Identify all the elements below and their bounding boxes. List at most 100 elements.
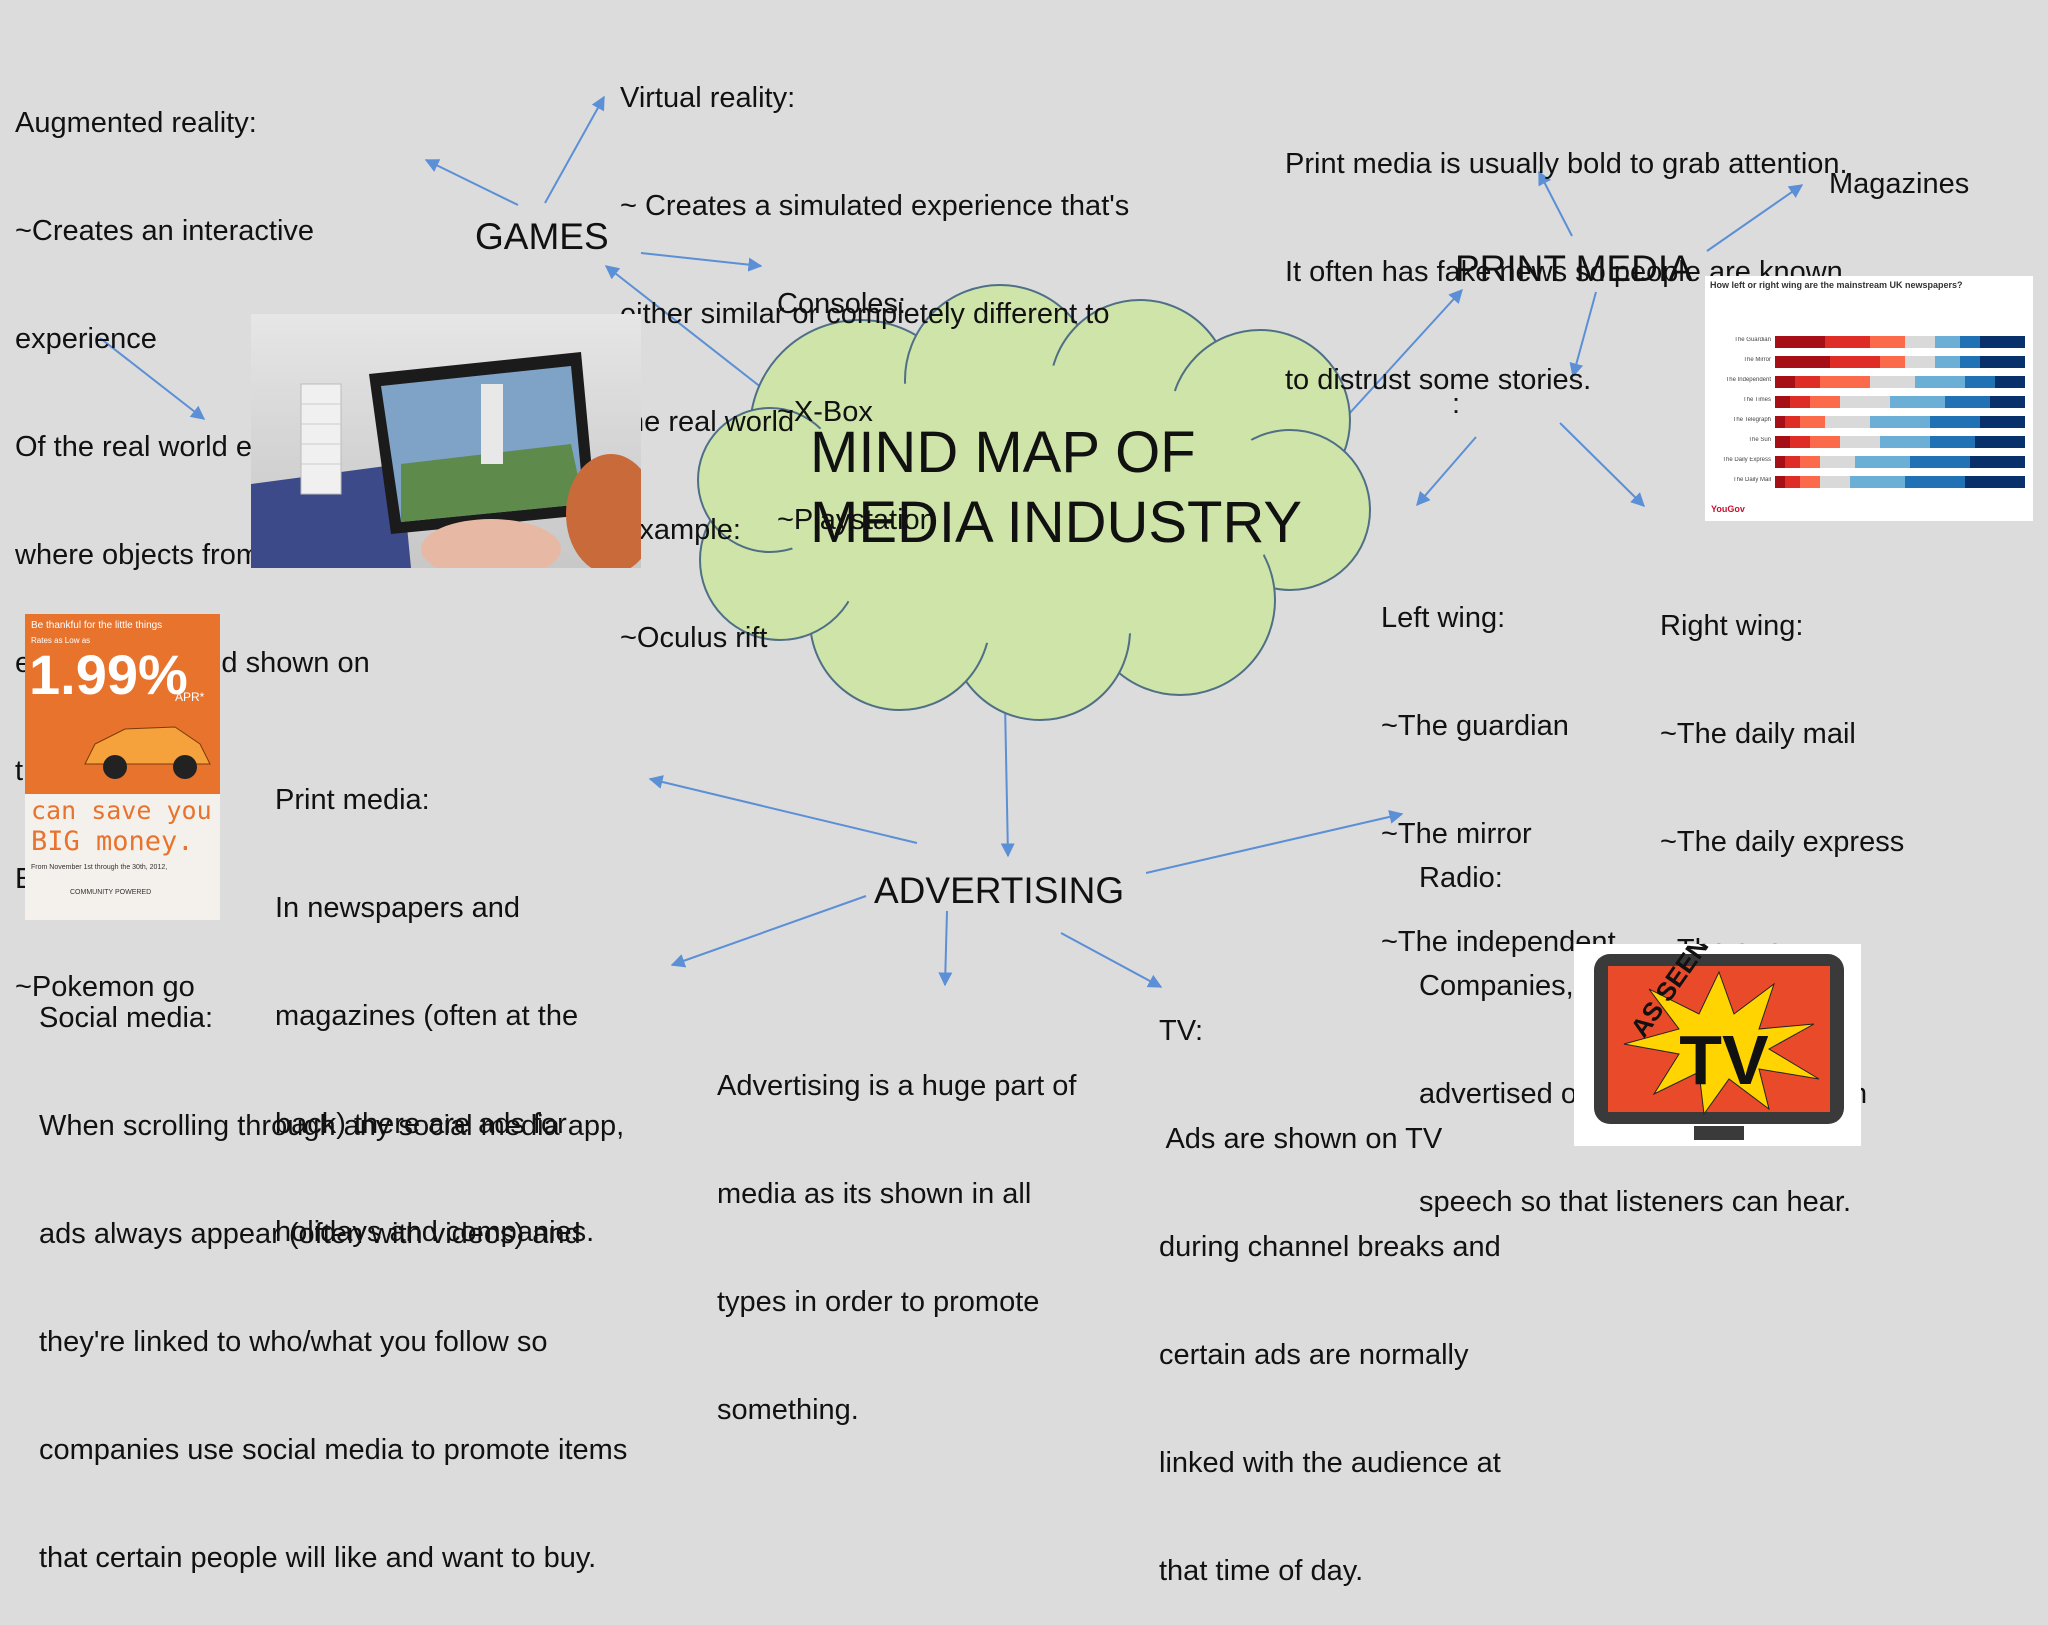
chart-row-segment bbox=[1820, 476, 1850, 488]
chart-row-segment bbox=[1855, 456, 1910, 468]
chart-row: The Telegraph bbox=[1709, 416, 2029, 430]
chart-row-segment bbox=[1775, 436, 1790, 448]
augmented-reality-photo bbox=[251, 314, 641, 568]
chart-row-segment bbox=[1965, 476, 2025, 488]
chart-row: The Sun bbox=[1709, 436, 2029, 450]
chart-row: The Independent bbox=[1709, 376, 2029, 390]
central-title-line-1: MIND MAP OF bbox=[810, 420, 1196, 485]
chart-row-segment bbox=[1960, 356, 1980, 368]
print-note-line: Print media is usually bold to grab atte… bbox=[1285, 148, 1848, 180]
chart-row-segment bbox=[1870, 416, 1930, 428]
vr-line: ~Oculus rift bbox=[620, 622, 768, 654]
arrow-adv-to-summary bbox=[938, 910, 953, 987]
newspaper-bias-chart-image: How left or right wing are the mainstrea… bbox=[1705, 276, 2033, 521]
print-media-note: Print media is usually bold to grab atte… bbox=[1285, 74, 1848, 434]
arrow-adv-to-tv bbox=[1060, 932, 1163, 988]
chart-row-label: The Sun bbox=[1748, 437, 1771, 443]
chart-row-segment bbox=[1905, 476, 1965, 488]
chart-row-segment bbox=[1980, 356, 2025, 368]
vr-line: either similar or completely different t… bbox=[620, 298, 1110, 330]
vr-line: ~ Creates a simulated experience that's bbox=[620, 190, 1130, 222]
tv-line: Ads are shown on TV bbox=[1159, 1123, 1443, 1155]
social-line: companies use social media to promote it… bbox=[39, 1434, 628, 1466]
chart-row: The Mirror bbox=[1709, 356, 2029, 370]
advertising-summary-note: Advertising is a huge part of media as i… bbox=[717, 996, 1076, 1464]
print-note-line: It often has fake news so people are kno… bbox=[1285, 256, 1843, 288]
chart-row-segment bbox=[1890, 396, 1945, 408]
poster-rate: 1.99% bbox=[29, 643, 188, 706]
chart-row-segment bbox=[1810, 436, 1840, 448]
ar-line: Augmented reality: bbox=[15, 107, 257, 139]
arrow-adv-to-radio bbox=[1145, 810, 1404, 874]
arrow-cloud-to-games bbox=[604, 265, 763, 389]
central-title: MIND MAP OF MEDIA INDUSTRY bbox=[810, 418, 1302, 558]
poster-footer: COMMUNITY POWERED bbox=[70, 889, 152, 896]
chart-row-segment bbox=[1870, 336, 1905, 348]
social-line: When scrolling through any social media … bbox=[39, 1110, 625, 1142]
magazines-label: Magazines bbox=[1829, 168, 1970, 200]
chart-row-segment bbox=[1975, 436, 2025, 448]
arrow-adv-to-print-ads bbox=[648, 775, 918, 844]
poster-save-1: can save you bbox=[31, 796, 212, 825]
chart-row-segment bbox=[1800, 476, 1820, 488]
chart-row: The Times bbox=[1709, 396, 2029, 410]
chart-row-segment bbox=[1820, 376, 1870, 388]
car-icon bbox=[84, 726, 211, 779]
chart-brand: YouGov bbox=[1711, 504, 1745, 514]
arrow-adv-to-social bbox=[670, 895, 867, 968]
right-wing-line: ~The daily express bbox=[1660, 826, 1905, 858]
chart-row-segment bbox=[1790, 436, 1810, 448]
chart-row-segment bbox=[1935, 356, 1960, 368]
chart-row-segment bbox=[1995, 376, 2025, 388]
chart-row-segment bbox=[1965, 376, 1995, 388]
vr-line: Virtual reality: bbox=[620, 82, 796, 114]
ar-line: ~Pokemon go bbox=[15, 971, 195, 1003]
arrow-print-to-chart bbox=[1569, 291, 1597, 378]
chart-row-segment bbox=[1830, 356, 1880, 368]
print-ads-line: Print media: bbox=[275, 784, 430, 816]
chart-row-segment bbox=[1800, 416, 1825, 428]
poster-tagline: Be thankful for the little things bbox=[31, 620, 163, 631]
consoles-note: Consoles: ~X-Box ~Playstation bbox=[777, 214, 936, 574]
tv-line: during channel breaks and bbox=[1159, 1231, 1501, 1263]
chart-row-segment bbox=[1980, 336, 2025, 348]
chart-row-segment bbox=[1905, 356, 1935, 368]
chart-row-segment bbox=[1905, 336, 1935, 348]
consoles-line: ~X-Box bbox=[777, 396, 873, 428]
chart-row-segment bbox=[1775, 416, 1785, 428]
tv-line: certain ads are normally bbox=[1159, 1339, 1469, 1371]
chart-row-segment bbox=[1915, 376, 1965, 388]
central-title-line-2: MEDIA INDUSTRY bbox=[810, 490, 1303, 555]
print-media-topic: PRINT MEDIA bbox=[1455, 248, 1693, 289]
print-ads-line: back) there are ads for bbox=[275, 1108, 567, 1140]
right-wing-line: Right wing: bbox=[1660, 610, 1804, 642]
chart-row-segment bbox=[1775, 456, 1785, 468]
summary-line: Advertising is a huge part of bbox=[717, 1070, 1077, 1102]
tv-line: linked with the audience at bbox=[1159, 1447, 1501, 1479]
social-line: ads always appear (often with videos) an… bbox=[39, 1218, 581, 1250]
chart-row-label: The Daily Mail bbox=[1732, 477, 1771, 483]
chart-row: The Daily Express bbox=[1709, 456, 2029, 470]
as-seen-on-tv-image: TV AS SEEN ON bbox=[1574, 944, 1861, 1146]
arrow-print-to-magazines bbox=[1706, 184, 1804, 252]
chart-row-segment bbox=[1800, 456, 1820, 468]
tv-image-big-text: TV bbox=[1679, 1021, 1769, 1099]
arrow-print-to-note bbox=[1538, 170, 1573, 237]
chart-row-segment bbox=[1970, 456, 2025, 468]
chart-row-segment bbox=[1785, 476, 1800, 488]
chart-row-segment bbox=[1775, 376, 1795, 388]
chart-row-segment bbox=[1850, 476, 1905, 488]
left-wing-line: ~The guardian bbox=[1381, 710, 1569, 742]
chart-row-label: The Daily Express bbox=[1722, 457, 1771, 463]
radio-line: Radio: bbox=[1419, 862, 1503, 894]
ad-poster-image: Be thankful for the little things Rates … bbox=[25, 614, 220, 920]
social-line: that certain people will like and want t… bbox=[39, 1542, 597, 1574]
arrow-colon-to-right bbox=[1559, 422, 1645, 507]
chart-row-segment bbox=[1840, 396, 1890, 408]
chart-row-segment bbox=[1930, 416, 1980, 428]
summary-line: types in order to promote bbox=[717, 1286, 1040, 1318]
right-wing-line: ~The daily mail bbox=[1660, 718, 1856, 750]
left-wing-note: Left wing: ~The guardian ~The mirror ~Th… bbox=[1381, 528, 1616, 996]
connector-arrows bbox=[99, 95, 1804, 988]
chart-row-label: The Mirror bbox=[1743, 357, 1771, 363]
